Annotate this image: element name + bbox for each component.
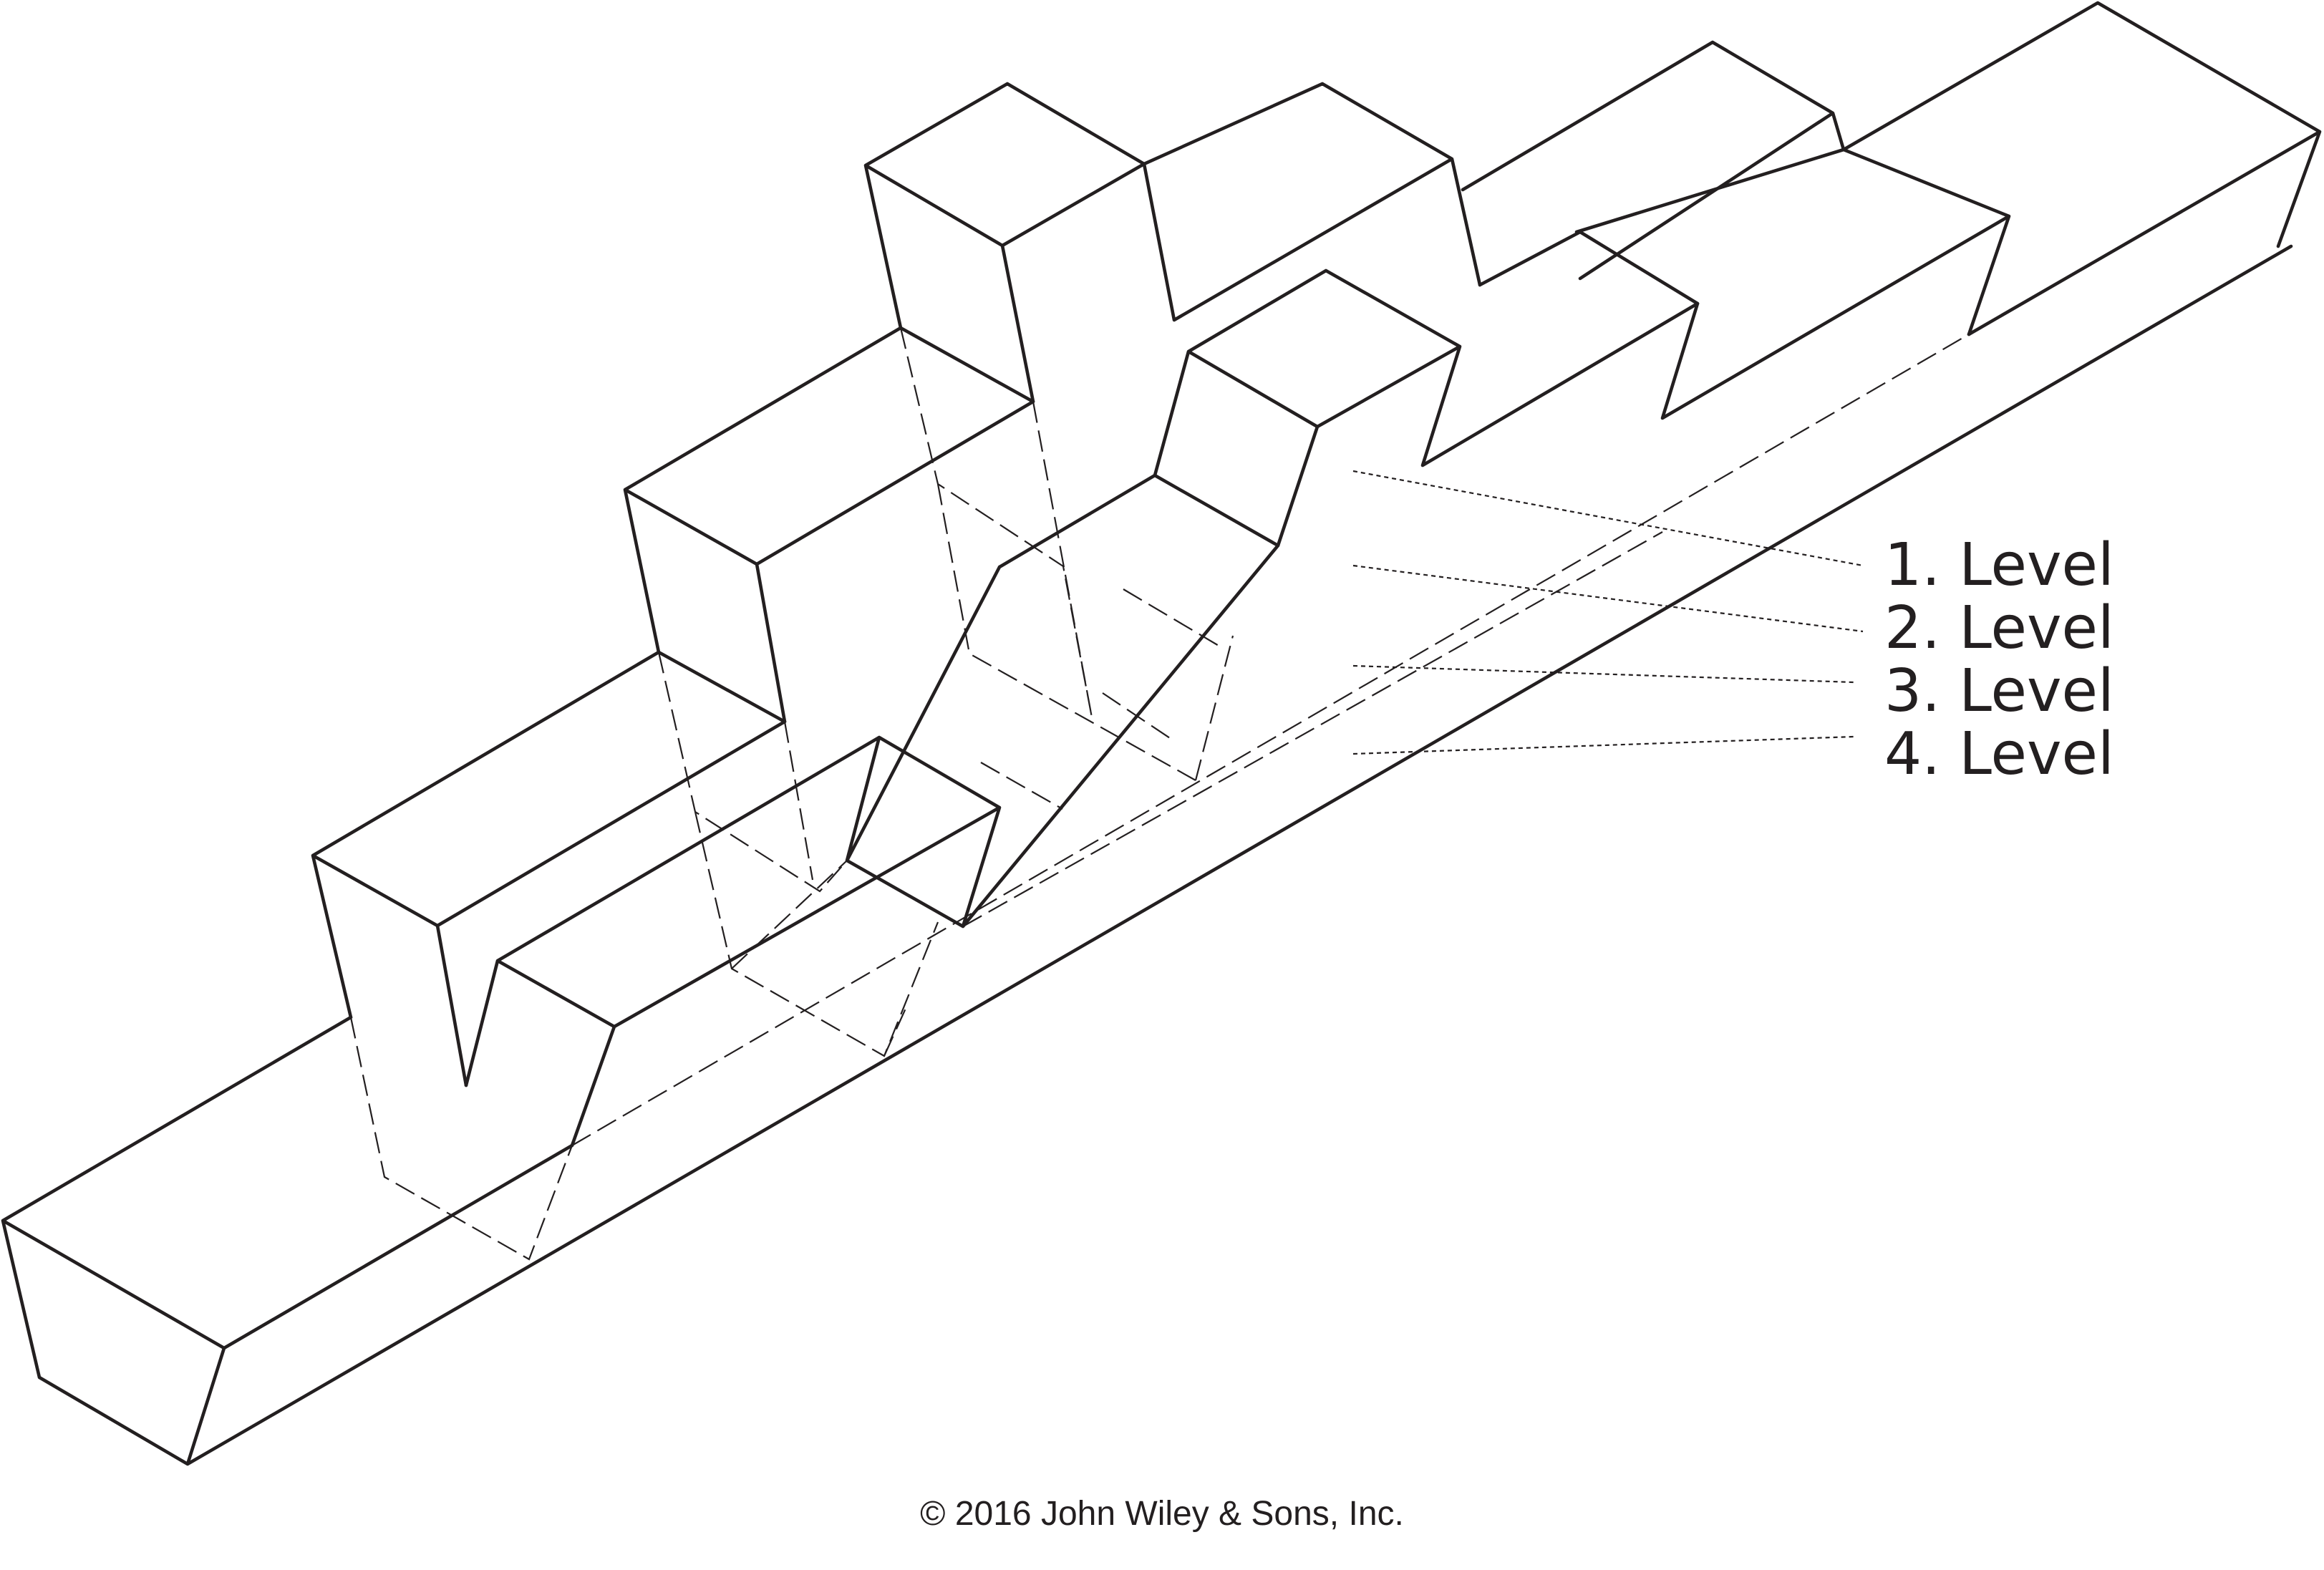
level-1-hidden-lines	[899, 245, 1234, 781]
level-2-step-outline	[623, 40, 1846, 724]
copyright-notice: © 2016 John Wiley & Sons, Inc.	[920, 1495, 1404, 1533]
level-3-label: 3. Level	[1884, 657, 2114, 725]
level-1-step-outline	[863, 82, 1482, 404]
level-labels: 1. Level 2. Level 3. Level 4. Level	[1884, 531, 2114, 788]
level-4-step-outline	[464, 473, 1280, 1148]
level-3-leader	[1352, 664, 1854, 684]
level-4-label: 4. Level	[1884, 720, 2114, 788]
level-2-leader	[1352, 564, 1864, 633]
base-bar-outline	[1, 1, 2322, 1466]
level-1-leader	[1352, 470, 1864, 567]
level-1-label: 1. Level	[1884, 531, 2114, 599]
level-4-hidden-lines	[571, 334, 1970, 1146]
level-3-hidden-lines	[349, 588, 1221, 1261]
level-2-label: 2. Level	[1884, 594, 2114, 662]
hidden-lines	[349, 245, 1970, 1261]
level-leaders	[1352, 470, 1864, 755]
level-2-hidden-lines	[657, 651, 939, 1057]
